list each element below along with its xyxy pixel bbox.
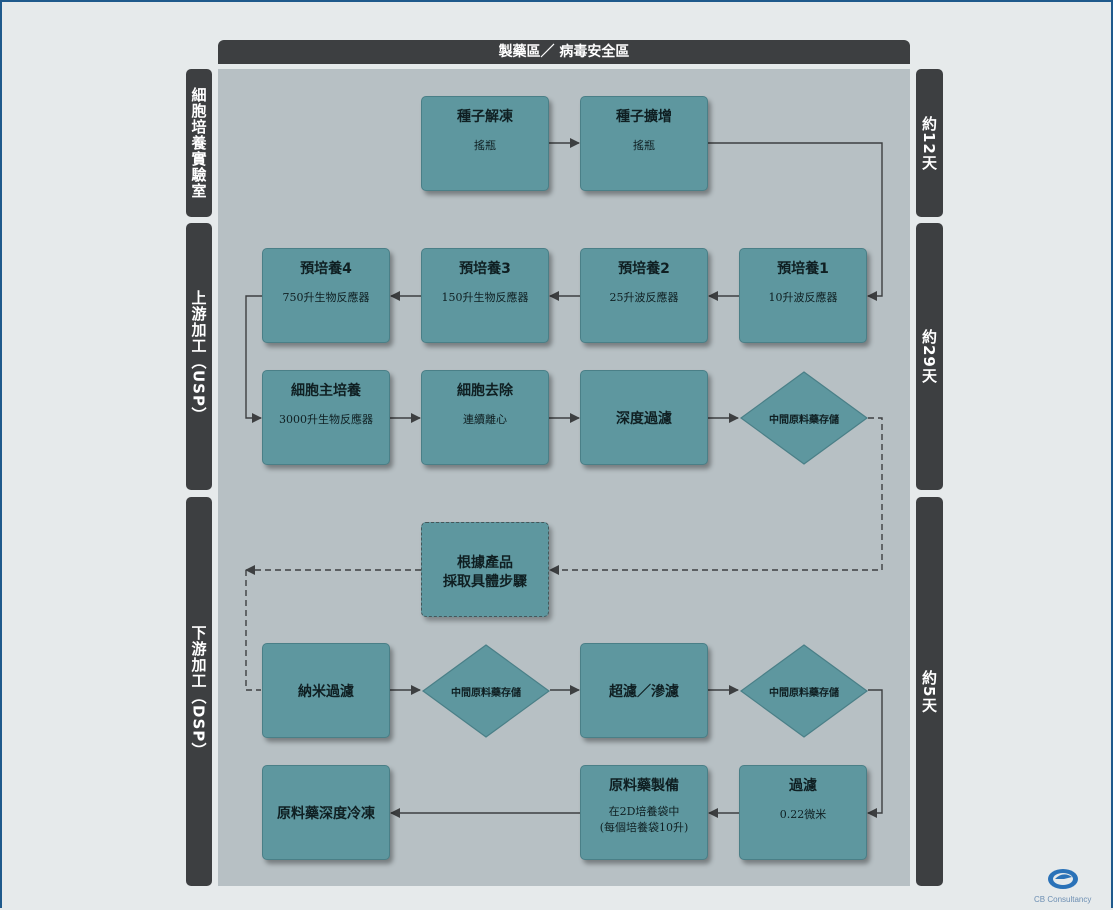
node-pre2: 預培養2 25升波反應器 — [580, 248, 708, 343]
brand-name: CB Consultancy — [1034, 895, 1092, 904]
node-title: 種子解凍 — [457, 109, 513, 125]
node-subtitle: 連續離心 — [463, 413, 507, 426]
node-subtitle: 25升波反應器 — [609, 291, 679, 304]
node-filtration: 過濾 0.22微米 — [739, 765, 867, 860]
duration-label-29-text: 約29天 — [920, 329, 938, 384]
node-subtitle: 搖瓶 — [633, 139, 655, 152]
duration-label-12-text: 約12天 — [920, 115, 938, 171]
phase-label-cell-lab-text: 細胞培養實驗室 — [189, 87, 208, 199]
phase-label-dsp-text: 下游加工（DSP） — [189, 624, 208, 759]
node-title: 中間原料藥存儲 — [769, 687, 839, 699]
duration-label-12: 約12天 — [916, 69, 943, 217]
node-uf-df: 超濾／滲濾 — [580, 643, 708, 738]
node-title: 預培養3 — [459, 261, 511, 277]
node-title: 預培養1 — [777, 261, 829, 277]
phase-label-usp: 上游加工（USP） — [186, 223, 212, 490]
duration-label-29: 約29天 — [916, 223, 943, 490]
phase-label-cell-lab: 細胞培養實驗室 — [186, 69, 212, 217]
node-title: 超濾／滲濾 — [609, 683, 679, 700]
node-storage-2: 中間原料藥存儲 — [421, 643, 551, 739]
diamond-shape — [739, 371, 869, 465]
diamond-shape — [421, 644, 551, 738]
node-subtitle-line1: 在2D培養袋中 — [608, 805, 680, 818]
arrow-pre4-to-main — [245, 295, 262, 423]
node-title: 預培養4 — [300, 261, 352, 277]
node-subtitle: 150升生物反應器 — [441, 291, 529, 304]
node-subtitle: 3000升生物反應器 — [279, 413, 373, 426]
node-storage-1: 中間原料藥存儲 — [739, 370, 869, 466]
node-cell-removal: 細胞去除 連續離心 — [421, 370, 549, 465]
node-pre3: 預培養3 150升生物反應器 — [421, 248, 549, 343]
node-subtitle-line2: (每個培養袋10升) — [599, 821, 689, 834]
cb-logo-icon — [1048, 869, 1078, 889]
node-subtitle: 搖瓶 — [474, 139, 496, 152]
node-seed-thaw: 種子解凍 搖瓶 — [421, 96, 549, 191]
process-area — [218, 69, 910, 886]
node-title: 納米過濾 — [298, 683, 354, 700]
header-bar: 製藥區／ 病毒安全區 — [218, 40, 910, 64]
arrow-product-to-nano-down — [245, 570, 261, 691]
node-nano-filter: 納米過濾 — [262, 643, 390, 738]
node-main-culture: 細胞主培養 3000升生物反應器 — [262, 370, 390, 465]
node-pre1: 預培養1 10升波反應器 — [739, 248, 867, 343]
node-depth-filter: 深度過濾 — [580, 370, 708, 465]
node-title-line1: 根據產品 — [457, 555, 513, 571]
node-title: 過濾 — [789, 778, 817, 794]
node-subtitle: 0.22微米 — [779, 808, 827, 821]
node-title: 原料藥深度冷凍 — [277, 805, 375, 822]
phase-label-usp-text: 上游加工（USP） — [189, 290, 208, 423]
node-bds-prep: 原料藥製備 在2D培養袋中 (每個培養袋10升) — [580, 765, 708, 860]
node-title: 根據產品 採取具體步驟 — [422, 554, 548, 592]
node-title-line2: 採取具體步驟 — [443, 574, 527, 590]
diamond-shape — [739, 644, 869, 738]
node-title: 預培養2 — [618, 261, 670, 277]
node-subtitle: 750升生物反應器 — [282, 291, 370, 304]
node-title: 中間原料藥存儲 — [451, 687, 521, 699]
duration-label-5-text: 約5天 — [920, 669, 938, 714]
arrow-storage3-to-filtration — [867, 689, 883, 818]
phase-label-dsp: 下游加工（DSP） — [186, 497, 212, 886]
node-seed-expand: 種子擴增 搖瓶 — [580, 96, 708, 191]
node-bds-freeze: 原料藥深度冷凍 — [262, 765, 390, 860]
node-subtitle: 在2D培養袋中 (每個培養袋10升) — [581, 804, 707, 836]
arrow-expand-to-pre1 — [708, 142, 883, 301]
duration-label-5: 約5天 — [916, 497, 943, 886]
node-title: 種子擴增 — [616, 109, 672, 125]
node-title: 中間原料藥存儲 — [769, 414, 839, 426]
node-subtitle: 10升波反應器 — [768, 291, 838, 304]
node-title: 原料藥製備 — [609, 778, 679, 794]
node-title: 深度過濾 — [616, 410, 672, 427]
arrow-storage1-to-product — [549, 417, 883, 575]
node-product-specific: 根據產品 採取具體步驟 — [421, 522, 549, 617]
node-title: 細胞主培養 — [291, 383, 361, 399]
node-storage-3: 中間原料藥存儲 — [739, 643, 869, 739]
node-pre4: 預培養4 750升生物反應器 — [262, 248, 390, 343]
node-title: 細胞去除 — [457, 383, 513, 399]
header-title: 製藥區／ 病毒安全區 — [498, 44, 630, 60]
